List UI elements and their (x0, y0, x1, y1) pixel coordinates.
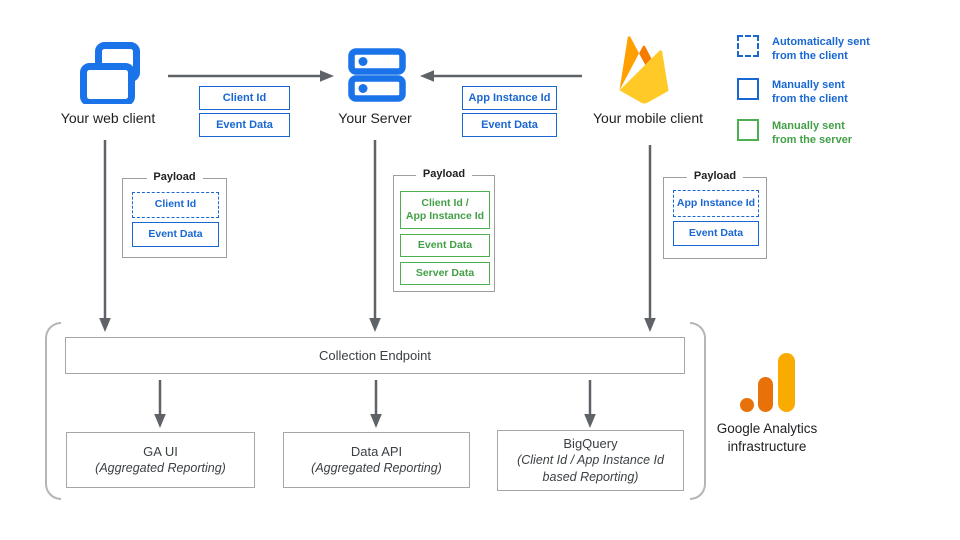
arrow-endpoint-to-ga-ui (154, 380, 166, 428)
arrow-server-to-endpoint (369, 140, 381, 332)
data-api-box: Data API (Aggregated Reporting) (283, 432, 470, 488)
output-detail: (Client Id / App Instance Id based Repor… (517, 453, 664, 484)
collection-endpoint-box: Collection Endpoint (65, 337, 685, 374)
infra-bracket-right (690, 322, 706, 500)
payload-field-event-data: Event Data (132, 222, 219, 247)
tag-client-id: Client Id (199, 86, 290, 110)
output-name: BigQuery (563, 436, 618, 451)
web-client-label: Your web client (60, 110, 156, 126)
bigquery-box: BigQuery (Client Id / App Instance Id ba… (497, 430, 684, 491)
payload-field-app-instance-id: App Instance Id (673, 190, 759, 217)
arrow-mobile-to-server (420, 70, 582, 82)
arrow-endpoint-to-bigquery (584, 380, 596, 428)
payload-box-server: Payload Client Id / App Instance Id Even… (393, 168, 495, 292)
tag-app-instance-id: App Instance Id (462, 86, 557, 110)
firebase-icon (619, 36, 669, 104)
server-label: Your Server (338, 110, 412, 126)
ga-ui-box: GA UI (Aggregated Reporting) (66, 432, 255, 488)
output-detail: (Aggregated Reporting) (95, 461, 226, 475)
payload-field-event-data: Event Data (400, 234, 490, 257)
payload-title: Payload (146, 171, 203, 183)
payload-box-mobile: Payload App Instance Id Event Data (663, 170, 767, 259)
payload-title: Payload (686, 170, 744, 182)
output-name: Data API (350, 444, 403, 459)
arrow-web-to-endpoint (99, 140, 111, 332)
payload-title: Payload (415, 168, 473, 180)
legend-swatch-dashed-blue-icon (737, 35, 759, 57)
payload-field-client-id: Client Id (132, 192, 219, 218)
server-stack-icon (348, 48, 406, 102)
legend-item-manual-client: Manually sent from the client (737, 78, 848, 106)
overlapping-windows-icon (80, 42, 140, 104)
ga-infrastructure-caption: Google Analytics infrastructure (716, 421, 818, 454)
ga-logo-mid-bar (758, 377, 773, 412)
legend-swatch-solid-blue-icon (737, 78, 759, 100)
mobile-client-label: Your mobile client (593, 110, 703, 126)
payload-field-event-data: Event Data (673, 221, 759, 246)
collection-endpoint-label: Collection Endpoint (318, 348, 432, 363)
output-name: GA UI (143, 444, 178, 459)
ga-logo-tall-bar (778, 353, 795, 412)
output-detail: (Aggregated Reporting) (311, 461, 442, 475)
legend-item-auto-client: Automatically sent from the client (737, 35, 870, 63)
legend-label: Manually sent from the client (772, 79, 848, 105)
infra-bracket-left (45, 322, 61, 500)
tag-event-data-web: Event Data (199, 113, 290, 137)
legend-label: Manually sent from the server (772, 120, 853, 146)
arrow-endpoint-to-data-api (370, 380, 382, 428)
payload-field-server-data: Server Data (400, 262, 490, 285)
payload-box-web: Payload Client Id Event Data (122, 171, 227, 258)
legend-label: Automatically sent from the client (772, 36, 870, 62)
payload-field-client-or-app-id: Client Id / App Instance Id (400, 191, 490, 229)
legend-swatch-solid-green-icon (737, 119, 759, 141)
legend-item-manual-server: Manually sent from the server (737, 119, 852, 147)
tag-event-data-mobile: Event Data (462, 113, 557, 137)
arrow-web-to-server (168, 70, 334, 82)
ga-logo-dot (740, 398, 754, 412)
arrow-mobile-to-endpoint (644, 145, 656, 332)
